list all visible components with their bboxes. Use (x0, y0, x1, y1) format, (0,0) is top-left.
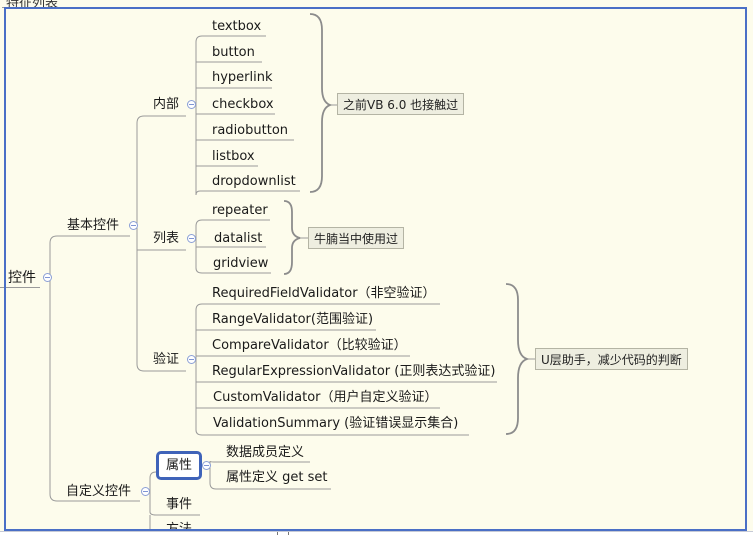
inner-item[interactable]: hyperlink (212, 70, 273, 85)
group-event[interactable]: 事件 (166, 497, 193, 512)
property-item[interactable]: 属性定义 get set (226, 470, 328, 485)
validator-item[interactable]: CustomValidator（用户自定义验证） (213, 390, 438, 405)
basic-to-inner (136, 115, 186, 236)
inner-item[interactable]: listbox (212, 149, 255, 164)
validate-brace (505, 283, 530, 435)
scrollbar-thumb[interactable] (277, 532, 289, 535)
validate-tree (195, 303, 469, 436)
list-brace (283, 200, 301, 275)
inner-item[interactable]: textbox (212, 19, 262, 34)
property-item[interactable]: 数据成员定义 (226, 445, 305, 460)
property-tree (209, 460, 331, 490)
inner-item[interactable]: button (212, 45, 255, 60)
group-inner[interactable]: 内部 (153, 97, 180, 112)
inner-item[interactable]: radiobutton (212, 123, 289, 138)
list-tree (195, 219, 271, 274)
list-item[interactable]: gridview (213, 256, 269, 271)
inner-brace (309, 13, 333, 193)
validator-item[interactable]: RangeValidator(范围验证) (212, 312, 374, 327)
group-list[interactable]: 列表 (153, 231, 180, 246)
basic-to-validate (136, 236, 186, 372)
custom-collapse-icon[interactable] (141, 487, 150, 496)
inner-item[interactable]: checkbox (212, 97, 274, 112)
inner-tree (195, 35, 300, 196)
root-to-custom (49, 287, 140, 502)
validator-item[interactable]: RequiredFieldValidator（非空验证） (212, 286, 436, 301)
property-collapse-icon[interactable] (202, 461, 211, 470)
selected-topic-box[interactable] (156, 451, 202, 480)
list-item[interactable]: datalist (214, 231, 263, 246)
validator-item[interactable]: CompareValidator（比较验证） (212, 338, 407, 353)
top-cut-label: 特征列表 (6, 0, 59, 11)
validator-item[interactable]: ValidationSummary (验证错误显示集合) (213, 416, 459, 431)
inner-note[interactable]: 之前VB 6.0 也接触过 (337, 93, 465, 115)
group-validate[interactable]: 验证 (153, 352, 180, 367)
validate-note[interactable]: U层助手，减少代码的判断 (535, 348, 688, 370)
validate-collapse-icon[interactable] (187, 355, 196, 364)
branch-basic-controls[interactable]: 基本控件 (67, 218, 120, 233)
root-topic[interactable]: 控件 (8, 270, 36, 286)
inner-item[interactable]: dropdownlist (212, 174, 296, 189)
list-note[interactable]: 牛腩当中使用过 (308, 227, 405, 249)
branch-custom-controls[interactable]: 自定义控件 (66, 484, 132, 499)
root-collapse-icon[interactable] (43, 273, 52, 282)
group-property[interactable]: 属性 (166, 458, 193, 473)
validator-item[interactable]: RegularExpressionValidator (正则表达式验证) (212, 364, 496, 379)
basic-collapse-icon[interactable] (129, 221, 138, 230)
list-collapse-icon[interactable] (187, 234, 196, 243)
horizontal-scrollbar[interactable] (0, 531, 753, 537)
root-to-basic (49, 235, 130, 288)
inner-collapse-icon[interactable] (187, 100, 196, 109)
list-item[interactable]: repeater (212, 203, 268, 218)
